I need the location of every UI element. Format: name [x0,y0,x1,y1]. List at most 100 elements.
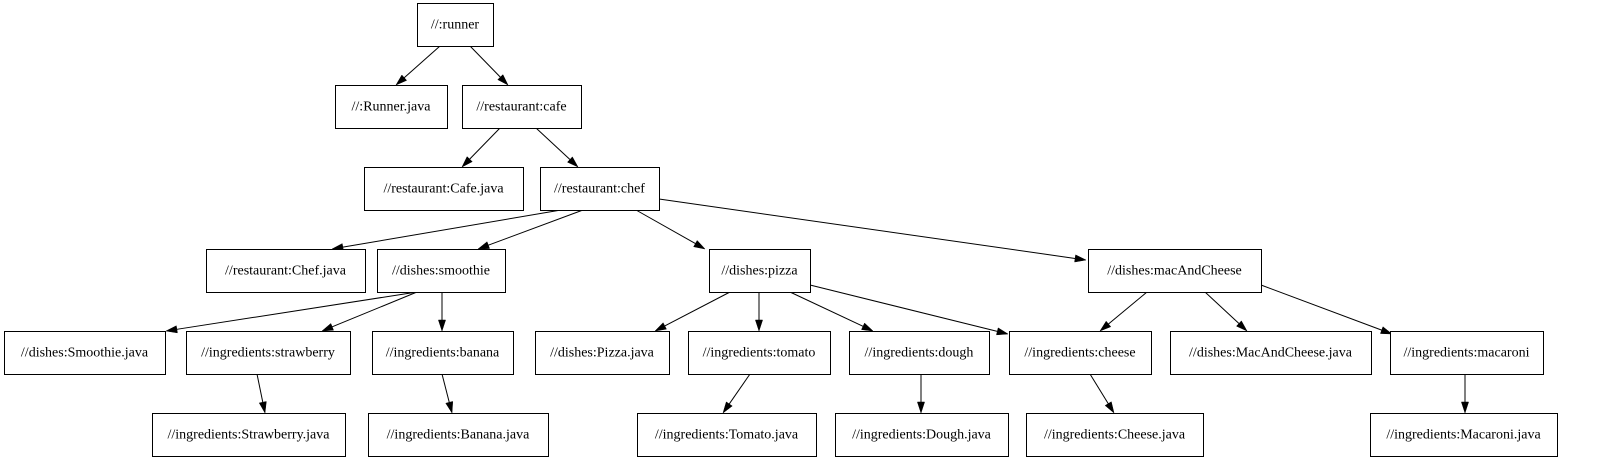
graph-node-ing_dough[interactable]: //ingredients:dough [849,331,990,375]
node-box[interactable] [206,249,366,293]
graph-edge [477,209,584,250]
edge-line [1108,291,1148,325]
graph-node-runner_java[interactable]: //:Runner.java [335,85,448,129]
node-box[interactable] [1170,331,1372,375]
graph-node-smoothie_java[interactable]: //dishes:Smoothie.java [4,331,166,375]
graph-node-ing_cheese[interactable]: //ingredients:cheese [1009,331,1152,375]
graph-node-tomato_java[interactable]: //ingredients:Tomato.java [637,413,817,457]
graph-node-ing_tomato[interactable]: //ingredients:tomato [688,331,831,375]
edge-arrowhead [917,401,925,414]
graph-edge [635,209,706,250]
edge-arrowhead [755,319,763,332]
graph-edge [722,373,751,414]
node-label: //restaurant:Cafe.java [383,182,504,197]
node-box[interactable] [417,3,494,47]
node-label: //dishes:Smoothie.java [21,346,149,361]
node-box[interactable] [1370,413,1558,457]
node-box[interactable] [335,85,448,129]
edge-line [664,291,731,327]
node-box[interactable] [709,249,811,293]
graph-node-macaroni_java[interactable]: //ingredients:Macaroni.java [1370,413,1558,457]
node-box[interactable] [1026,413,1204,457]
node-box[interactable] [637,413,817,457]
graph-node-dough_java[interactable]: //ingredients:Dough.java [835,413,1009,457]
node-box[interactable] [835,413,1009,457]
node-label: //restaurant:chef [554,182,645,197]
graph-node-dishes_pizza[interactable]: //dishes:pizza [709,249,811,293]
graph-node-banana_java[interactable]: //ingredients:Banana.java [368,413,549,457]
node-box[interactable] [368,413,549,457]
edge-line [1260,284,1382,331]
graph-edge [331,209,562,252]
node-label: //ingredients:strawberry [201,346,335,361]
edge-line [256,373,264,403]
edge-line [658,198,1076,259]
graph-node-cheese_java[interactable]: //ingredients:Cheese.java [1026,413,1204,457]
node-label: //ingredients:Strawberry.java [168,428,331,443]
graph-edge [1204,291,1248,332]
graph-edge [535,127,579,168]
graph-node-ing_banana[interactable]: //ingredients:banana [372,331,514,375]
graph-node-runner[interactable]: //:runner [417,3,494,47]
edge-layer [165,45,1469,414]
graph-edge [256,373,267,414]
edge-line [488,209,584,246]
node-box[interactable] [364,167,524,211]
node-label: //dishes:smoothie [392,264,490,279]
graph-edge [809,284,1009,336]
graph-edge [654,291,731,332]
edge-line [331,291,418,328]
node-box[interactable] [849,331,990,375]
node-box[interactable] [372,331,514,375]
node-label: //ingredients:cheese [1024,346,1135,361]
node-box[interactable] [688,331,831,375]
node-box[interactable] [377,249,506,293]
node-label: //ingredients:Banana.java [387,428,530,443]
edge-line [809,284,998,332]
edge-arrowhead [395,74,408,86]
graph-node-cafe_java[interactable]: //restaurant:Cafe.java [364,167,524,211]
graph-edge [469,45,509,86]
graph-edge [395,45,441,86]
graph-node-pizza_java[interactable]: //dishes:Pizza.java [535,331,670,375]
edge-arrowhead [165,325,178,334]
node-layer: //:runner //:Runner.java //restaurant:cafe… [4,3,1558,457]
edge-arrowhead [1380,326,1393,335]
graph-node-ing_macaroni[interactable]: //ingredients:macaroni [1390,331,1544,375]
edge-line [469,45,501,78]
graph-node-dishes_smoothie[interactable]: //dishes:smoothie [377,249,506,293]
graph-edge [789,291,874,332]
node-box[interactable] [535,331,670,375]
node-label: //ingredients:dough [865,346,974,361]
node-box[interactable] [462,85,582,129]
graph-edge [658,198,1087,263]
graph-node-ing_strawberry[interactable]: //ingredients:strawberry [186,331,351,375]
node-label: //dishes:MacAndCheese.java [1189,346,1353,361]
graph-node-dishes_macandchs[interactable]: //dishes:macAndCheese [1088,249,1262,293]
edge-arrowhead [693,240,706,250]
node-box[interactable] [1390,331,1544,375]
node-box[interactable] [4,331,166,375]
graph-edge [441,373,454,414]
graph-node-chef_java[interactable]: //restaurant:Chef.java [206,249,366,293]
node-box[interactable] [152,413,346,457]
edge-arrowhead [321,323,334,332]
edge-line [342,209,562,248]
edge-arrowhead [1104,401,1115,414]
node-box[interactable] [1088,249,1262,293]
graph-edge [1260,284,1393,335]
graph-edge [755,292,763,332]
edge-line [1204,291,1240,324]
edge-arrowhead [1099,320,1112,332]
graph-edge [165,291,418,334]
node-box[interactable] [540,167,660,211]
graph-node-restaurant_cafe[interactable]: //restaurant:cafe [462,85,582,129]
node-box[interactable] [1009,331,1152,375]
edge-line [789,291,864,327]
node-box[interactable] [186,331,351,375]
graph-node-restaurant_chef[interactable]: //restaurant:chef [540,167,660,211]
graph-node-strawberry_java[interactable]: //ingredients:Strawberry.java [152,413,346,457]
graph-node-macandcheese_java[interactable]: //dishes:MacAndCheese.java [1170,331,1372,375]
graph-edge [1461,374,1469,414]
edge-line [469,127,501,160]
